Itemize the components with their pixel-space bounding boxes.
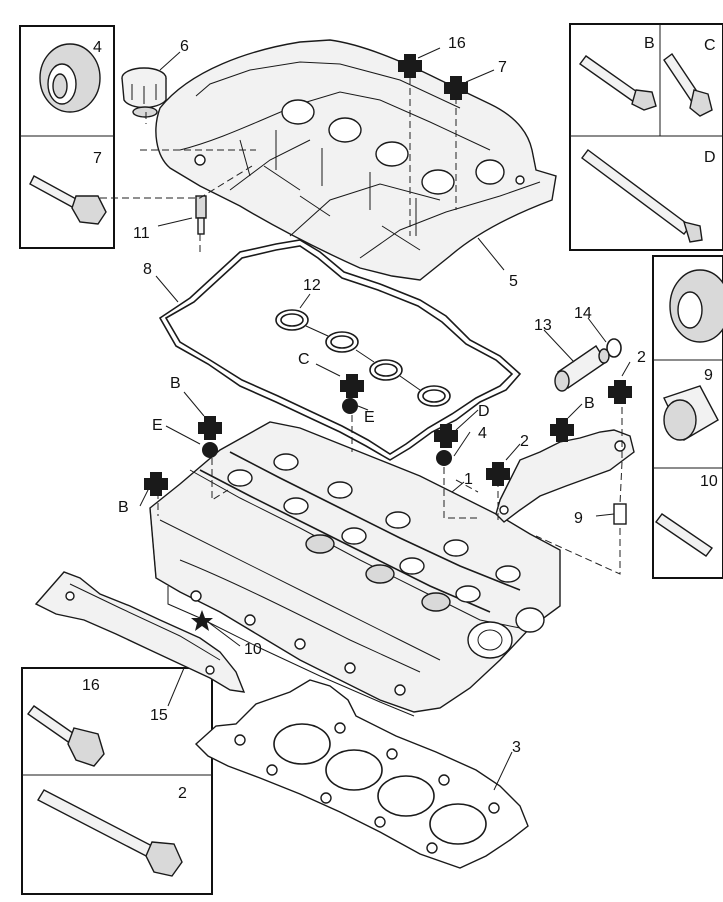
washer-right-part-icon: [669, 269, 723, 343]
callout-4: 4: [478, 425, 487, 442]
sensor-part-11: [195, 195, 207, 235]
panel-label-16: 16: [82, 677, 100, 694]
bracket-part-2: [495, 429, 635, 523]
callout-9: 9: [574, 510, 583, 527]
sealant-dot-icon: [342, 398, 358, 414]
detail-panel-16-2: 16 2: [21, 667, 213, 895]
callout-15: 15: [150, 707, 168, 724]
oil-filler-cap-part-6: [121, 67, 167, 118]
callout-D: D: [478, 403, 490, 420]
plug-9-in-situ: [613, 503, 627, 525]
detail-panel-4-7: 4 7: [19, 25, 115, 249]
plus-marker-icon: [486, 462, 510, 486]
callout-2-upper: 2: [637, 349, 646, 366]
panel-label-D: D: [704, 149, 716, 166]
valve-part-13: [554, 345, 607, 392]
bolt-part-icon: [29, 175, 107, 225]
callout-E-left: E: [152, 417, 163, 434]
detail-panel-B-C-D: B C D: [569, 23, 723, 251]
plug-9-part-icon: [663, 385, 719, 441]
callout-14: 14: [574, 305, 592, 322]
plus-marker-icon: [198, 416, 222, 440]
rocker-arms: [227, 453, 521, 612]
bolt-markers: [144, 54, 632, 631]
rod-D-part-icon: [581, 149, 703, 243]
callout-6: 6: [180, 38, 189, 55]
cylinder-head-part-1: [149, 421, 561, 717]
callout-3: 3: [512, 739, 521, 756]
detail-panel-9-10: 9 10: [652, 255, 723, 579]
panel-label-10: 10: [700, 473, 718, 490]
callout-8: 8: [143, 261, 152, 278]
stud-C-part-icon: [663, 52, 713, 117]
callout-1: 1: [464, 471, 473, 488]
o-ring-part-14: [598, 338, 622, 364]
plus-marker-icon: [144, 472, 168, 496]
leader-lines: [139, 47, 631, 791]
callout-B-upper: B: [170, 375, 181, 392]
heat-shield-part-15: [34, 571, 246, 693]
panel-label-C: C: [704, 37, 716, 54]
plus-marker-icon: [444, 76, 468, 100]
spark-plug-seals-part-12: [275, 309, 451, 407]
callout-C: C: [298, 351, 310, 368]
callout-7: 7: [498, 59, 507, 76]
callout-10: 10: [244, 641, 262, 658]
callout-13: 13: [534, 317, 552, 334]
callout-E-right: E: [364, 409, 375, 426]
panel-label-B: B: [644, 35, 655, 52]
callout-5: 5: [509, 273, 518, 290]
washer-part-icon: [39, 43, 101, 113]
sealant-dot-icon: [436, 450, 452, 466]
panel-label-9: 9: [704, 367, 713, 384]
panel-label-2: 2: [178, 785, 187, 802]
plus-marker-icon: [398, 54, 422, 78]
callout-16: 16: [448, 35, 466, 52]
callout-labels: 6 16 7 11 8 12 5 13 14 2 C B E E D 4 B 2…: [118, 35, 646, 756]
star-marker-icon: [191, 610, 213, 631]
callout-B-left: B: [118, 499, 129, 516]
panel-label-4: 4: [93, 39, 102, 56]
bolt-16-part-icon: [27, 705, 105, 767]
dowel-10-part-icon: [655, 513, 713, 557]
plus-marker-icon: [340, 374, 364, 398]
plus-marker-icon: [434, 424, 458, 448]
plus-marker-icon: [550, 418, 574, 442]
panel-label-7: 7: [93, 150, 102, 167]
callout-11: 11: [133, 225, 150, 242]
head-gasket-part-3: [194, 679, 529, 869]
sealant-dot-icon: [202, 442, 218, 458]
stud-B-part-icon: [579, 55, 657, 111]
callout-B-right: B: [584, 395, 595, 412]
plus-marker-icon: [608, 380, 632, 404]
valve-cover-part-5: [155, 39, 557, 281]
callout-2-lower: 2: [520, 433, 529, 450]
long-bolt-2-part-icon: [37, 789, 183, 877]
valve-cover-gasket-part-8: [158, 239, 522, 461]
alignment-lines: [100, 66, 623, 575]
callout-12: 12: [303, 277, 321, 294]
